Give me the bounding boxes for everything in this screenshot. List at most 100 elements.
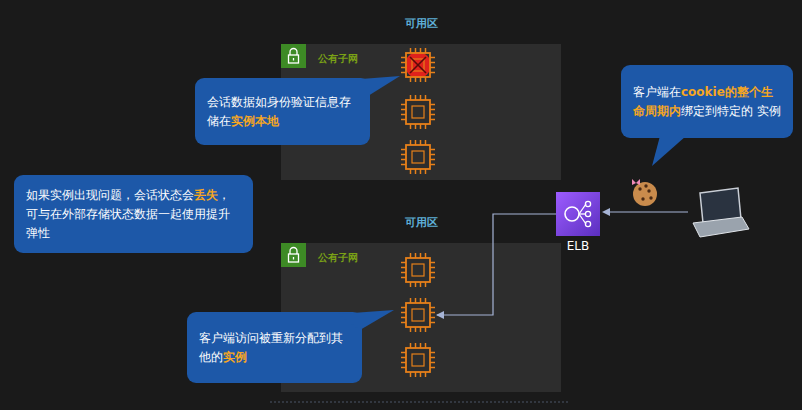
chip-pin [430,154,435,156]
callout-text: 如果实例出现问题，会话状态会 [26,188,194,202]
chip-pin [425,253,427,258]
chip-pin [430,114,435,116]
chip-pin [430,322,435,324]
zone-heading: 可用区 [281,213,561,233]
cookie-chip [647,189,650,192]
chip-body [406,303,430,327]
chip-body [406,53,430,77]
chip-core [412,106,424,118]
elb-spoke [579,214,586,224]
callout-paragraph: 如果实例出现问题，会话状态会丢失，可与在外部存储状态数据一起使用提升弹性 [26,186,241,243]
failure-cross [410,57,426,73]
chip-pin [420,169,422,174]
callout-tail [652,136,686,166]
zone-heading: 可用区 [281,14,561,34]
chip-pin [401,267,406,269]
chip-pin [401,72,406,74]
chip-pin [415,140,417,145]
chip-pin [415,169,417,174]
chip-pin [401,362,406,364]
chip-pin [430,149,435,151]
chip-pin [430,312,435,314]
chip-pin [410,372,412,377]
chip-core [412,264,424,276]
instance-chip [401,48,435,82]
chip-pin [430,57,435,59]
callout-box: 客户端在cookie的整个生命周期内绑定到特定的 实例 [621,65,793,138]
chip-pin [425,95,427,100]
chip-pin [425,298,427,303]
chip-pin [430,159,435,161]
cookie-symbol [632,179,657,206]
chip-pin [430,104,435,106]
chip-pin [425,372,427,377]
cookie-body [633,182,657,206]
chip-pin [401,164,406,166]
elb-target [585,201,590,206]
chip-pin [401,109,406,111]
chip-pin [420,95,422,100]
chip-pin [430,267,435,269]
cookie-chip [638,187,641,190]
chip-body [406,145,430,169]
chip-body [406,100,430,124]
failure-cross [410,57,426,73]
chip-pin [430,109,435,111]
elb-symbol [556,192,600,236]
callout-box: 如果实例出现问题，会话状态会丢失，可与在外部存储状态数据一起使用提升弹性 [14,175,253,253]
laptop-base [693,217,749,237]
chip-pin [415,282,417,287]
chip-pin [401,317,406,319]
cookie-bow [632,179,640,185]
cookie-chip [641,197,644,200]
elb-hub [565,207,579,221]
elb-target [585,221,590,226]
chip-pin [420,372,422,377]
chip-pin [401,357,406,359]
chip-pin [410,169,412,174]
instance-chip [401,95,435,129]
callout-box: 会话数据如身份验证信息存储在实例本地 [195,78,370,145]
chip-pin [430,62,435,64]
arrow-head [602,208,610,216]
elb-target [585,211,590,216]
chip-pin [401,67,406,69]
chip-pin [401,307,406,309]
cookie-chip [649,196,652,199]
subnet-label: 公有子网 [318,52,358,66]
chip-pin [410,95,412,100]
chip-pin [425,48,427,53]
lock-body [289,254,299,262]
chip-pin [425,124,427,129]
callout-tail [338,310,394,330]
laptop-screen [700,188,741,223]
callout-paragraph: 客户端访问被重新分配到其他的实例 [199,329,350,367]
chip-pin [401,272,406,274]
cookie-chip [644,184,647,187]
callout-text: 会话数据如身份验证信息存储在 [207,95,351,128]
chip-pin [425,77,427,82]
chip-pin [425,282,427,287]
lock-keyhole [293,58,294,61]
chip-pin [430,164,435,166]
lock-shackle [290,248,297,255]
chip-pin [420,253,422,258]
callout-paragraph: 客户端在cookie的整个生命周期内绑定到特定的 实例 [633,83,781,121]
zone-divider [270,401,570,402]
chip-pin [420,124,422,129]
chip-body [406,348,430,372]
callout-text: 实例本地 [231,114,279,128]
chip-pin [401,104,406,106]
chip-pin [415,124,417,129]
instance-chip [401,343,435,377]
chip-body [406,258,430,282]
laptop-symbol [693,188,749,237]
chip-pin [415,48,417,53]
elb-spoke [579,204,586,214]
chip-pin [430,67,435,69]
chip-pin [415,298,417,303]
chip-pin [420,343,422,348]
callout-text: 客户端在 [633,85,681,99]
chip-pin [415,77,417,82]
